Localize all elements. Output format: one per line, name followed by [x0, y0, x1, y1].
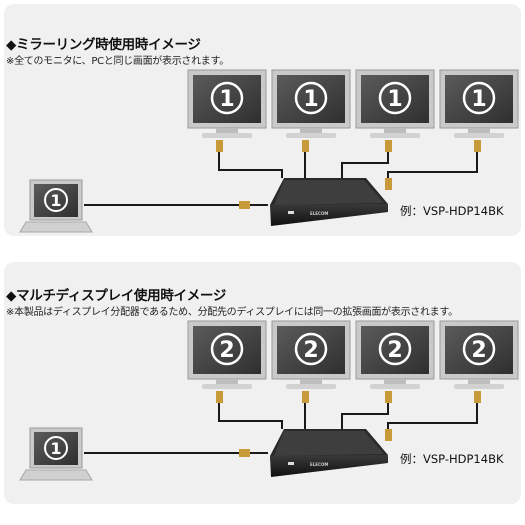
monitor-4: 2	[439, 320, 519, 389]
laptop-number: 1	[50, 191, 61, 210]
monitor-4: 1	[439, 69, 519, 138]
monitor-1: 1	[187, 69, 267, 138]
connectors	[216, 391, 481, 457]
multi-display-title: ◆マルチディスプレイ使用時イメージ	[6, 288, 227, 304]
laptop-number: 1	[50, 439, 61, 458]
monitor-3-number: 1	[387, 87, 402, 112]
connectors	[216, 140, 481, 209]
monitor-2-number: 2	[303, 338, 318, 363]
monitor-3: 1	[355, 69, 435, 138]
monitor-4-number: 1	[471, 87, 486, 112]
monitor-3: 2	[355, 320, 435, 389]
screen-number-circle	[210, 81, 244, 115]
monitor-2: 2	[271, 320, 351, 389]
mirroring-panel: ◆ミラーリング時使用時イメージ ※全てのモニタに、PCと同じ画面が表示されます。…	[4, 4, 521, 236]
monitor-1: 2	[187, 320, 267, 389]
hdmi-splitter-device: ELECOM	[270, 178, 388, 226]
laptop: 1	[19, 179, 93, 233]
multi-display-subtitle: ※本製品はディスプレイ分配器であるため、分配先のディスプレイには同一の拡張画面が…	[6, 307, 458, 318]
example-model-label: 例：VSP-HDP14BK	[400, 204, 504, 218]
multi-display-diagram: 2 2 2 2	[19, 320, 519, 481]
multi-display-panel: ◆マルチディスプレイ使用時イメージ ※本製品はディスプレイ分配器であるため、分配…	[0, 262, 525, 525]
hdmi-splitter-device: ELECOM	[270, 429, 388, 477]
monitor-1-number: 2	[219, 338, 234, 363]
mirroring-diagram: 1 1 1 1	[19, 69, 519, 233]
device-brand-label: ELECOM	[310, 462, 328, 467]
laptop: 1	[19, 427, 93, 481]
mirroring-subtitle: ※全てのモニタに、PCと同じ画面が表示されます。	[6, 56, 229, 67]
panel-background	[4, 262, 521, 504]
monitor-4-number: 2	[471, 338, 486, 363]
monitor-3-number: 2	[387, 338, 402, 363]
mirroring-title: ◆ミラーリング時使用時イメージ	[6, 37, 201, 53]
device-brand-label: ELECOM	[310, 211, 328, 216]
monitor-2: 1	[271, 69, 351, 138]
monitor-2-number: 1	[303, 87, 318, 112]
monitor-1-number: 1	[219, 87, 234, 112]
example-model-label: 例：VSP-HDP14BK	[400, 452, 504, 466]
